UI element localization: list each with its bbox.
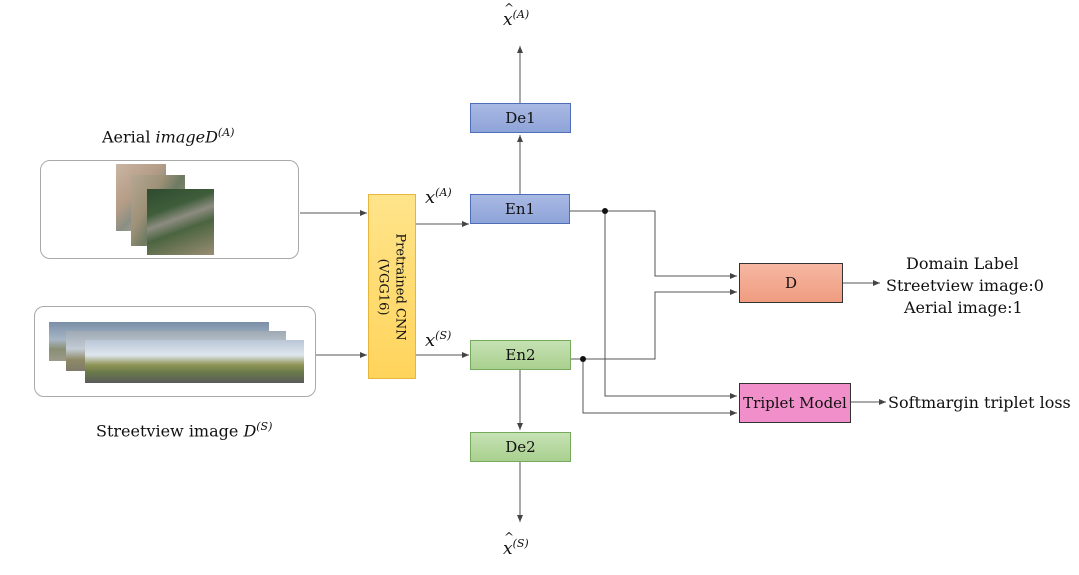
pretrained-cnn-block: Pretrained CNN(VGG16) — [368, 194, 416, 379]
domain-label-aerial: Aerial image:1 — [904, 298, 1023, 317]
arrow-en1-to-triplet — [604, 211, 737, 399]
arrow-en2-to-triplet — [582, 359, 737, 416]
reconstruction-street-var: x — [503, 530, 514, 559]
feature-aerial-label: x(A) — [425, 186, 452, 208]
reconstruction-aerial-var: x — [503, 1, 514, 30]
feature-aerial-var: x — [425, 187, 436, 208]
domain-label-streetview: Streetview image:0 — [886, 276, 1044, 295]
arrow-en2-to-d — [571, 289, 737, 360]
streetview-image-label: Streetview image D(S) — [96, 420, 272, 440]
cnn-label: Pretrained CNN(VGG16) — [375, 233, 409, 340]
triplet-loss-label: Softmargin triplet loss — [888, 393, 1071, 412]
street-label-var: D — [243, 421, 257, 441]
aerial-label-prefix: Aerial — [102, 127, 156, 147]
encoder-en2: En2 — [470, 340, 571, 370]
street-label-prefix: Streetview image — [96, 421, 244, 441]
reconstruction-aerial-sup: (A) — [512, 8, 530, 21]
domain-label-title: Domain Label — [906, 254, 1019, 273]
reconstruction-street-sup: (S) — [512, 537, 529, 550]
cnn-label-line1: Pretrained CNN — [393, 232, 408, 341]
feature-aerial-sup: (A) — [435, 186, 452, 199]
streetview-image-panel — [34, 306, 316, 397]
junction-en1 — [602, 208, 608, 214]
aerial-image-label: Aerial imageD(A) — [102, 126, 234, 146]
decoder-de2: De2 — [470, 432, 571, 462]
aerial-image-panel — [40, 160, 299, 259]
feature-street-sup: (S) — [435, 329, 452, 342]
encoder-en1: En1 — [470, 194, 570, 224]
reconstruction-aerial-label: x(A) — [503, 1, 530, 30]
street-tile-3 — [85, 340, 304, 383]
aerial-tile-3 — [147, 189, 214, 255]
cnn-label-line2: (VGG16) — [376, 258, 391, 315]
feature-street-var: x — [425, 330, 436, 351]
discriminator-d: D — [739, 263, 843, 303]
feature-street-label: x(S) — [425, 329, 451, 351]
decoder-de1: De1 — [470, 103, 571, 133]
triplet-model: Triplet Model — [739, 383, 851, 423]
street-label-sup: (S) — [256, 420, 273, 433]
aerial-label-var: imageD — [155, 127, 218, 147]
arrow-en1-to-d — [570, 210, 737, 279]
junction-en2 — [580, 356, 586, 362]
reconstruction-street-label: x(S) — [503, 530, 529, 559]
aerial-label-sup: (A) — [217, 126, 235, 139]
